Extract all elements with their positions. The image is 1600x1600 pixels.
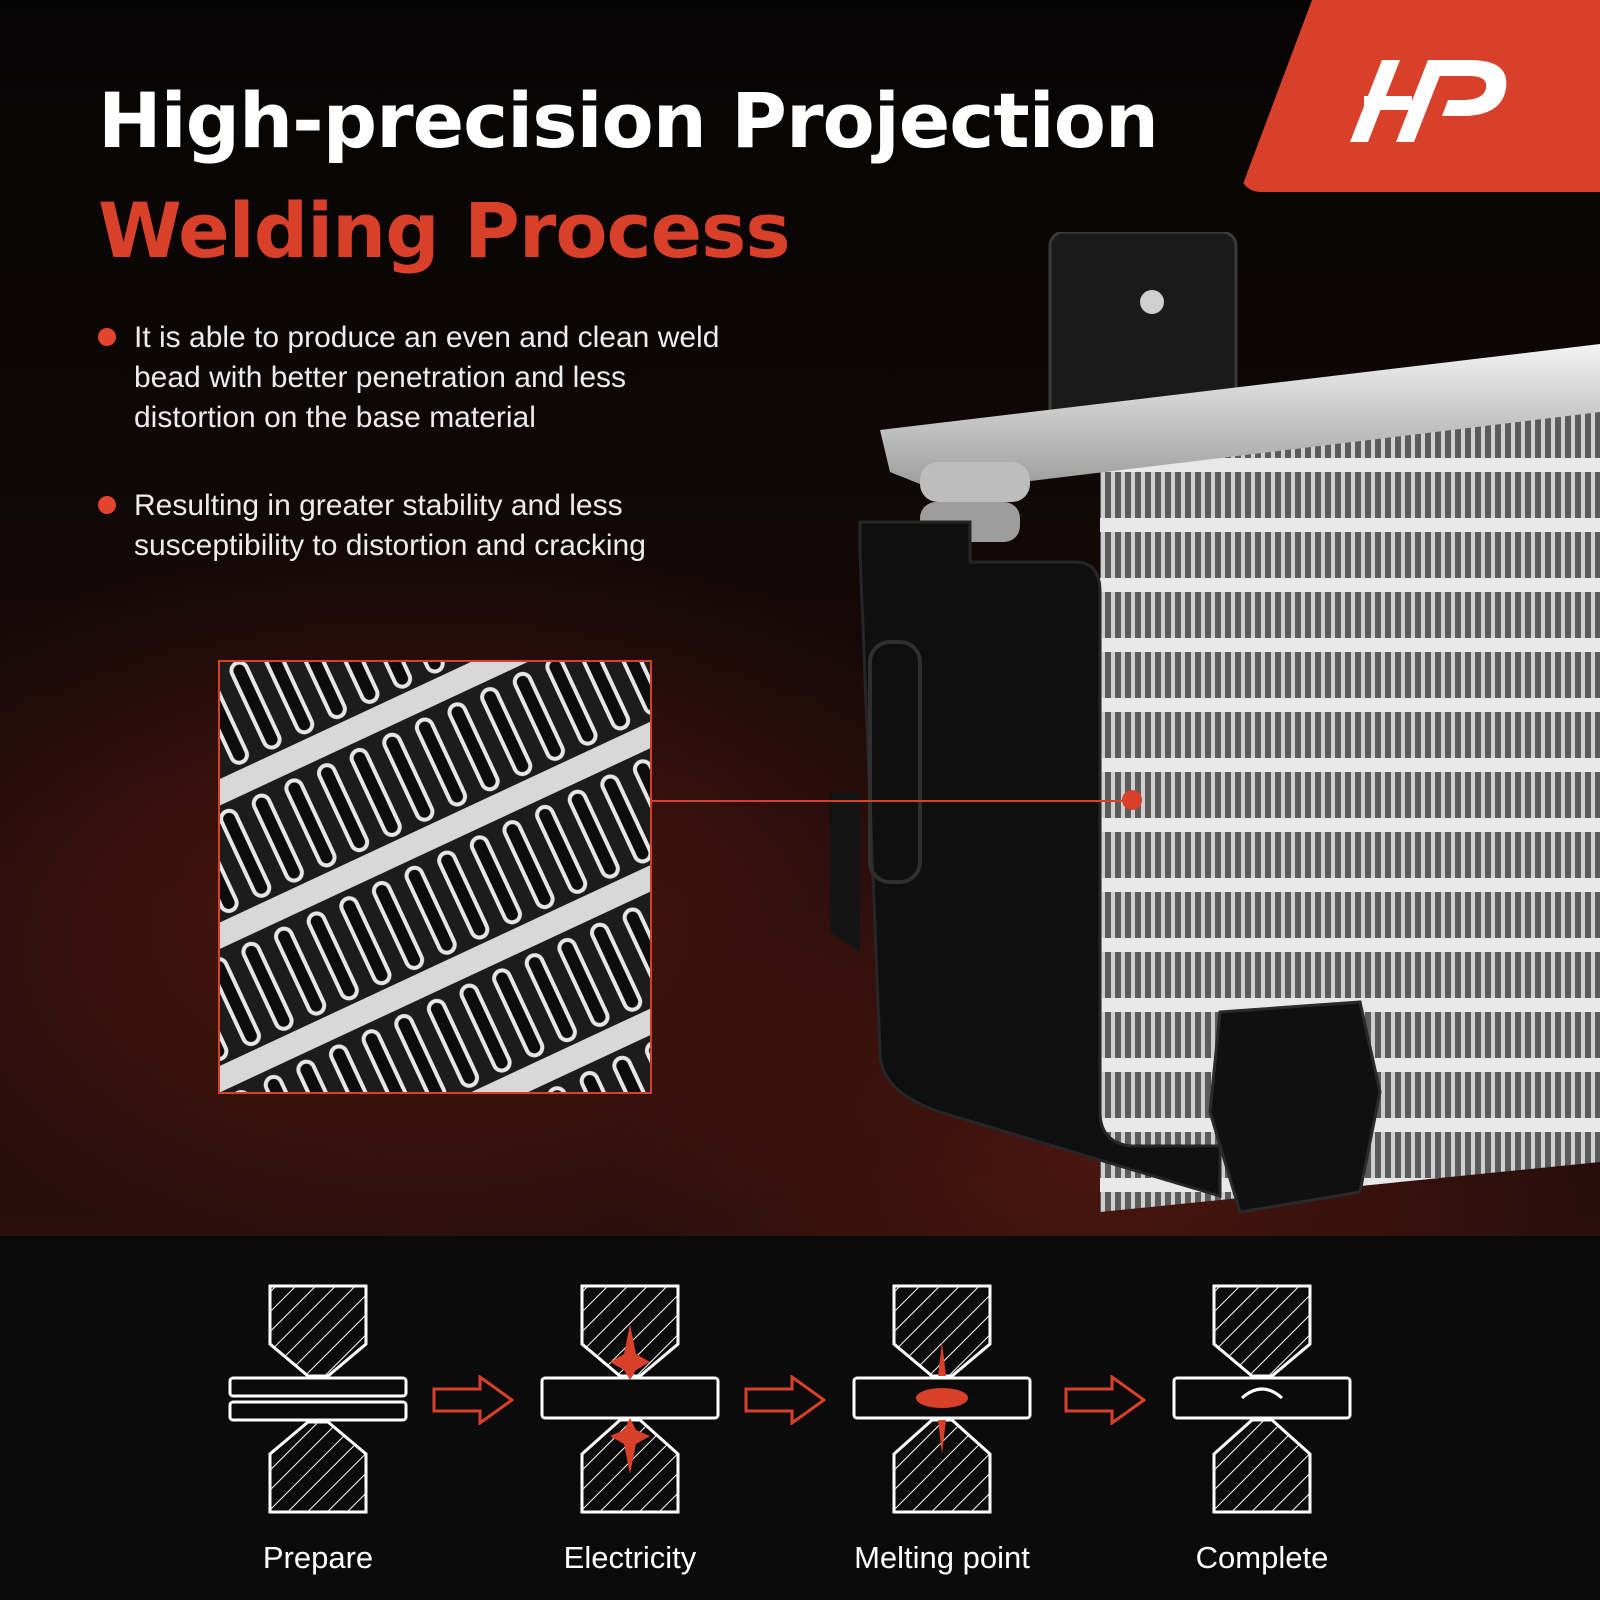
page-title-line-2: Welding Process	[98, 186, 791, 275]
fin-detail-image	[220, 662, 650, 1092]
arrow-right-icon	[1064, 1375, 1146, 1425]
step-label: Melting point	[854, 1540, 1030, 1575]
electricity-weld-icon	[540, 1284, 720, 1514]
process-step-prepare: Prepare	[218, 1284, 418, 1575]
fin-detail-zoom	[218, 660, 652, 1094]
arrow-right-icon	[432, 1375, 514, 1425]
detail-callout-line	[650, 800, 1132, 802]
bullet-dot-icon	[98, 328, 116, 346]
process-step-electricity: Electricity	[530, 1284, 730, 1575]
arrow-right-icon	[744, 1375, 826, 1425]
melting-point-weld-icon	[852, 1284, 1032, 1514]
feature-bullet: Resulting in greater stability and less …	[98, 486, 738, 566]
process-step-complete: Complete	[1162, 1284, 1362, 1575]
feature-bullet-list: It is able to produce an even and clean …	[98, 318, 738, 614]
condenser-product-image	[830, 232, 1600, 1214]
bullet-text: It is able to produce an even and clean …	[134, 321, 720, 434]
feature-bullet: It is able to produce an even and clean …	[98, 318, 738, 438]
bullet-dot-icon	[98, 496, 116, 514]
complete-weld-icon	[1172, 1284, 1352, 1514]
process-step-melting-point: Melting point	[842, 1284, 1042, 1575]
step-label: Prepare	[262, 1540, 374, 1575]
step-label: Electricity	[563, 1540, 697, 1575]
page-title-line-1: High-precision Projection	[98, 76, 1159, 165]
detail-callout-dot	[1122, 790, 1142, 810]
bullet-text: Resulting in greater stability and less …	[134, 489, 646, 562]
prepare-weld-icon	[228, 1284, 408, 1514]
brand-logo-icon	[1350, 60, 1507, 142]
step-label: Complete	[1195, 1540, 1329, 1575]
